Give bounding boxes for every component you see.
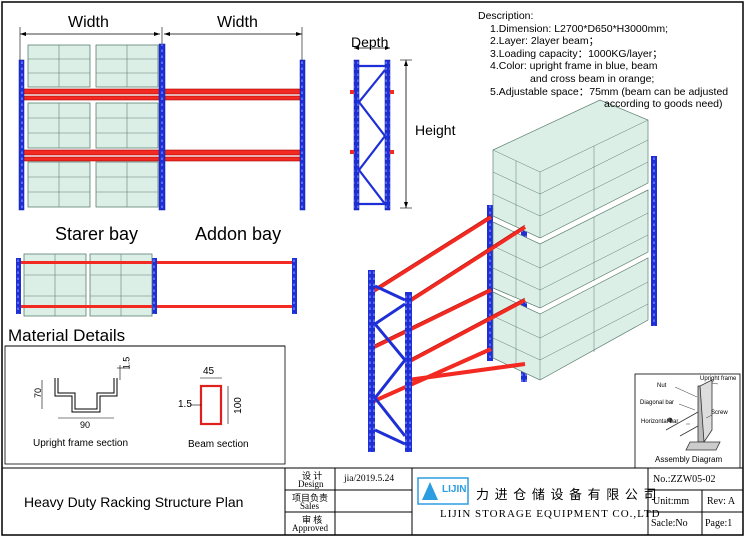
rev-label: Rev: A [707,496,736,507]
assembly-nut-label: Nut [657,383,667,389]
description-line-5: and cross beam in orange; [530,72,655,85]
description-line-2: 2.Layer: 2layer beam； [490,35,600,48]
assembly-screw-label: Screw [711,410,728,416]
description-line-1: 1.Dimension: L2700*D650*H3000mm; [490,22,669,35]
addon-bay-label: Addon bay [195,224,282,244]
beam-height-dim: 100 [232,397,244,414]
assembly-horizontal-label: Horizontal bar [641,419,679,425]
design-en: Design [298,479,324,489]
assembly-drawing [665,379,721,451]
description-heading: Description: [478,10,534,22]
upright-height-dim: 70 [33,387,44,399]
height-label: Height [415,122,456,138]
scale-label: Sacle:No [651,518,688,529]
description-line-6: 5.Adjustable space：75mm (beam can be adj… [490,85,729,98]
page-label: Page:1 [705,518,733,529]
unit-label: Unit:mm [653,496,690,507]
top-view-plan [16,253,297,317]
beam-section-label: Beam section [188,439,249,450]
description-line-3: 3.Loading capacity：1000KG/layer； [490,47,663,60]
width-label-starter: Width [68,14,109,31]
isometric-view [368,99,657,452]
title-block-lines [2,467,743,535]
plan-title: Heavy Duty Racking Structure Plan [24,494,244,510]
description-line-7: according to goods need) [604,98,723,111]
assembly-upright-label: Upright frame [700,376,737,382]
approved-en: Approved [292,523,328,533]
design-cn: 设 计 [302,471,323,481]
material-details-title: Material Details [8,326,126,345]
depth-label: Depth [351,34,389,50]
upright-thickness-dim: 1.5 [121,356,132,370]
front-view-elevation [18,27,306,211]
description-line-4: 4.Color: upright frame in blue, beam [490,60,658,73]
width-label-addon: Width [217,14,258,31]
sales-en: Sales [300,501,319,511]
assembly-diagram-title: Assembly Diagram [655,455,723,464]
company-name-cn: 力 进 仓 储 设 备 有 限 公 司 [476,487,658,502]
beam-width-dim: 45 [203,366,215,377]
company-name-en: LIJIN STORAGE EQUIPMENT CO.,LTD [440,508,661,520]
starter-bay-label: Starer bay [55,224,139,244]
upright-width-dim: 90 [80,420,91,430]
description-block: Description: 1.Dimension: L2700*D650*H30… [478,10,728,111]
upright-section-label: Upright frame section [33,438,129,449]
beam-thickness-dim: 1.5 [178,399,192,410]
logo-text: LIJIN [442,484,467,495]
doc-number: No.:ZZW05-02 [653,474,716,485]
company-logo [417,477,469,505]
side-view-elevation [350,46,412,211]
beam-section-drawing [190,377,229,426]
assembly-diagonal-label: Diagonal bar [640,400,675,406]
design-value: jia/2019.5.24 [344,474,395,484]
sales-cn: 项目负责 [292,493,329,503]
upright-section-drawing [41,365,130,419]
approved-cn: 审 核 [302,515,323,525]
